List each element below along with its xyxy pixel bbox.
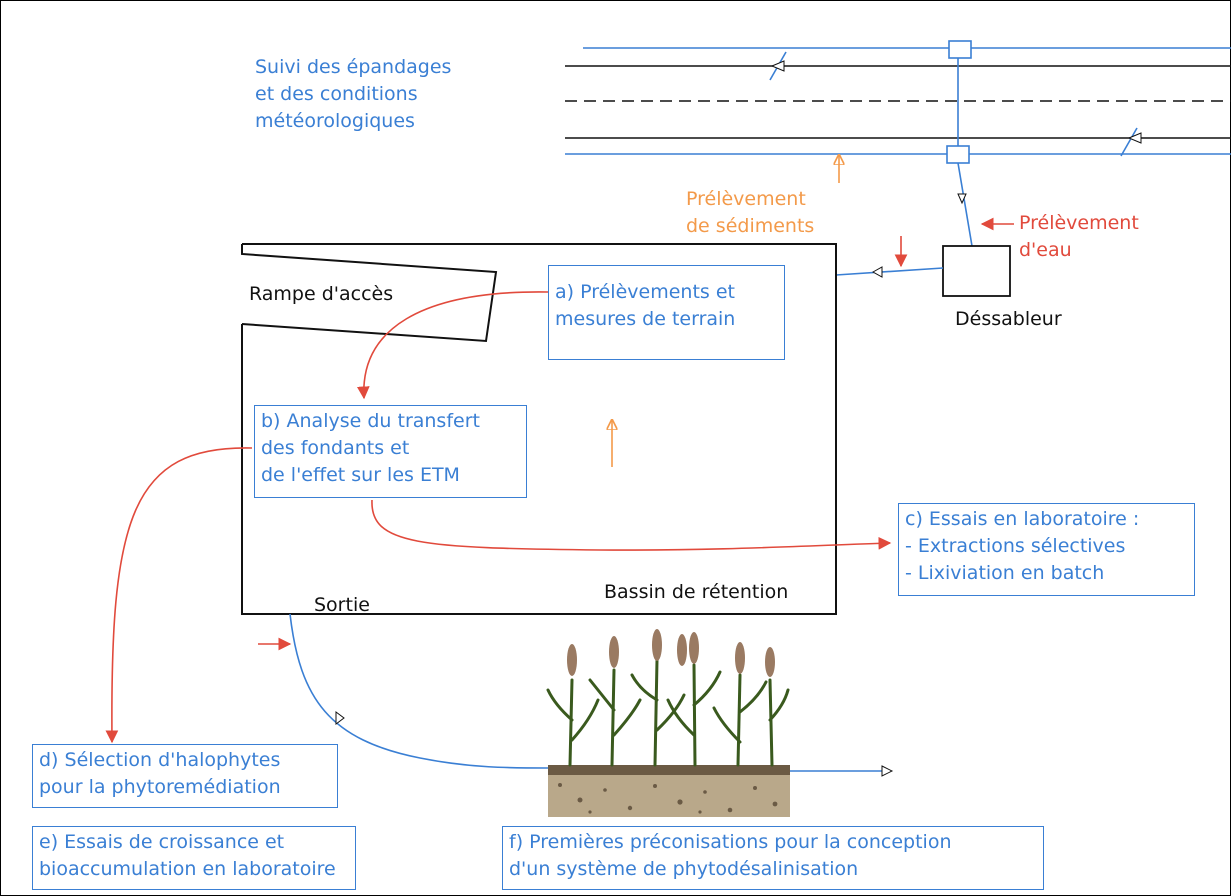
monitoring-line-2: et des conditions	[255, 83, 418, 105]
box-e-growth-tests: e) Essais de croissance et bioaccumulati…	[32, 826, 356, 890]
water-line-2: d'eau	[1019, 239, 1072, 261]
water-line-1: Prélèvement	[1019, 212, 1139, 234]
sediment-sampling-label: Prélèvement de sédiments	[686, 186, 814, 240]
box-d-line-1: d) Sélection d'halophytes	[39, 749, 281, 771]
access-ramp	[241, 244, 498, 343]
box-b-line-3: de l'effet sur les ETM	[261, 464, 460, 486]
pipe-desander-to-basin	[835, 236, 944, 278]
monitoring-line-3: météorologiques	[255, 110, 415, 132]
water-sampling-label: Prélèvement d'eau	[1019, 210, 1139, 264]
box-a-line-1: a) Prélèvements et	[555, 281, 735, 303]
sediment-line-1: Prélèvement	[686, 188, 806, 210]
arrow-b-to-d	[105, 447, 253, 744]
box-a-line-2: mesures de terrain	[555, 308, 736, 330]
box-b-line-1: b) Analyse du transfert	[261, 410, 480, 432]
halophyte-plants-illustration	[546, 629, 790, 817]
ramp-label: Rampe d'accès	[249, 283, 394, 305]
box-c-line-3: - Lixiviation en batch	[905, 562, 1105, 584]
desander-label: Déssableur	[955, 308, 1062, 330]
outlet-pipe	[258, 613, 894, 777]
box-c-line-2: - Extractions sélectives	[905, 535, 1126, 557]
road	[565, 40, 1231, 164]
box-a-field-sampling: a) Prélèvements et mesures de terrain	[548, 265, 785, 360]
retention-basin-label: Bassin de rétention	[604, 581, 789, 603]
box-f-line-2: d'un système de phytodésalinisation	[509, 858, 859, 880]
box-d-halophyte-selection: d) Sélection d'halophytes pour la phytor…	[32, 744, 338, 808]
pipe-to-desander	[957, 162, 973, 247]
box-b-line-2: des fondants et	[261, 437, 410, 459]
retention-basin	[241, 243, 837, 615]
box-b-transfer-analysis: b) Analyse du transfert des fondants et …	[254, 405, 527, 498]
box-d-line-2: pour la phytoremédiation	[39, 776, 281, 798]
monitoring-line-1: Suivi des épandages	[255, 56, 452, 78]
box-f-line-1: f) Premières préconisations pour la conc…	[509, 831, 952, 853]
box-f-recommendations: f) Premières préconisations pour la conc…	[502, 826, 1044, 890]
outlet-label: Sortie	[314, 594, 370, 616]
sediment-line-2: de sédiments	[686, 215, 815, 237]
desander-box	[942, 245, 1011, 297]
box-c-line-1: c) Essais en laboratoire :	[905, 508, 1140, 530]
monitoring-label: Suivi des épandages et des conditions mé…	[255, 54, 451, 135]
box-c-lab-tests: c) Essais en laboratoire : - Extractions…	[898, 503, 1195, 596]
box-e-line-1: e) Essais de croissance et	[39, 831, 285, 853]
box-e-line-2: bioaccumulation en laboratoire	[39, 858, 336, 880]
arrow-b-to-c	[371, 499, 892, 551]
arrow-a-to-b	[356, 291, 549, 400]
